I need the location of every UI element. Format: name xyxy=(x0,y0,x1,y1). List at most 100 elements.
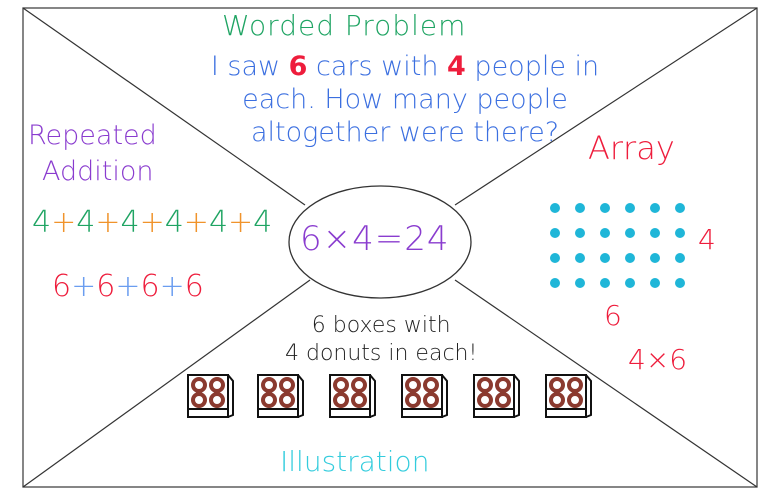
plus-sign: + xyxy=(183,205,209,240)
plus-sign: + xyxy=(159,269,185,304)
donut xyxy=(333,392,349,408)
array-expression: 4×6 xyxy=(628,343,688,376)
donut xyxy=(279,392,295,408)
donut xyxy=(261,392,277,408)
plus-sign: + xyxy=(71,269,97,304)
donut-box xyxy=(187,374,234,418)
center-equation: 6×4=24 xyxy=(300,219,450,259)
sum-of-fours: 4+4+4+4+4+4 xyxy=(32,208,272,238)
plus-sign: + xyxy=(228,205,254,240)
array-dot xyxy=(600,228,610,238)
illustration-title: Illustration xyxy=(280,445,430,478)
donut-box xyxy=(401,374,448,418)
donut xyxy=(405,392,421,408)
title-line: Addition xyxy=(42,156,154,187)
donut xyxy=(423,377,439,393)
problem-number-cars: 6 xyxy=(288,51,308,82)
array-dot xyxy=(550,228,560,238)
array-dot xyxy=(625,203,635,213)
problem-text-part: I saw xyxy=(210,51,289,82)
array-dot xyxy=(550,203,560,213)
center-oval xyxy=(288,185,472,299)
addend: 4 xyxy=(32,205,52,240)
donut xyxy=(279,377,295,393)
array-dot xyxy=(625,253,635,263)
array-dot xyxy=(675,278,685,288)
worded-problem-text: I saw 6 cars with 4 people in each. How … xyxy=(190,50,620,149)
donut xyxy=(333,377,349,393)
addend: 4 xyxy=(164,205,184,240)
addend: 4 xyxy=(120,205,140,240)
array-row-label: 4 xyxy=(698,223,716,256)
array-dot xyxy=(650,253,660,263)
donut-boxes xyxy=(187,374,592,418)
array-dot xyxy=(600,253,610,263)
illustration-caption: 6 boxes with 4 donuts in each! xyxy=(285,312,477,368)
donut-box xyxy=(545,374,592,418)
problem-text-part: people in each. How many people altogeth… xyxy=(242,51,600,148)
addend: 6 xyxy=(96,269,116,304)
donut xyxy=(405,377,421,393)
array-dot xyxy=(675,203,685,213)
addend: 6 xyxy=(52,269,72,304)
donut-box xyxy=(257,374,304,418)
array-col-label: 6 xyxy=(604,299,622,332)
donut xyxy=(567,392,583,408)
diagonal-right-bottom xyxy=(454,279,758,488)
plus-sign: + xyxy=(51,205,77,240)
donut xyxy=(423,392,439,408)
donut xyxy=(191,392,207,408)
donut xyxy=(477,377,493,393)
caption-line: 4 donuts in each! xyxy=(285,341,478,366)
diagonal-left-bottom xyxy=(22,279,311,488)
array-dot xyxy=(650,203,660,213)
array-dot xyxy=(550,278,560,288)
array-dot xyxy=(625,228,635,238)
addend: 4 xyxy=(208,205,229,240)
donut xyxy=(495,377,511,393)
array-dot xyxy=(575,203,585,213)
donut xyxy=(495,392,511,408)
caption-line: 6 boxes with xyxy=(311,313,451,338)
array-dot xyxy=(550,253,560,263)
worded-problem-title: Worded Problem xyxy=(222,9,467,42)
plus-sign: + xyxy=(95,205,121,240)
donut-box xyxy=(329,374,376,418)
donut-box xyxy=(473,374,520,418)
title-line: Repeated xyxy=(28,120,157,151)
addend: 4 xyxy=(76,205,96,240)
diagonal-left-top xyxy=(22,7,306,206)
donut xyxy=(549,392,565,408)
array-title: Array xyxy=(588,129,675,167)
problem-text-part: cars with xyxy=(307,51,448,82)
addend: 6 xyxy=(184,269,204,304)
donut xyxy=(351,377,367,393)
donut xyxy=(209,377,225,393)
donut xyxy=(567,377,583,393)
donut xyxy=(351,392,367,408)
addend: 4 xyxy=(253,205,273,240)
array-dot xyxy=(600,278,610,288)
plus-sign: + xyxy=(139,205,165,240)
outer-border xyxy=(22,7,758,488)
array-dot xyxy=(650,228,660,238)
repeated-addition-title: Repeated Addition xyxy=(28,118,157,190)
addend: 6 xyxy=(140,269,160,304)
donut xyxy=(549,377,565,393)
array-dot xyxy=(575,228,585,238)
diagonal-right-top xyxy=(454,7,758,206)
array-dot xyxy=(650,278,660,288)
array-dot xyxy=(625,278,635,288)
sum-of-sixes: 6+6+6+6 xyxy=(52,272,204,302)
array-dot xyxy=(575,278,585,288)
donut xyxy=(261,377,277,393)
donut xyxy=(209,392,225,408)
array-dot xyxy=(675,253,685,263)
problem-number-people: 4 xyxy=(447,51,466,82)
array-dots xyxy=(550,203,685,288)
plus-sign: + xyxy=(115,269,141,304)
donut xyxy=(191,377,207,393)
array-dot xyxy=(675,228,685,238)
donut xyxy=(477,392,493,408)
